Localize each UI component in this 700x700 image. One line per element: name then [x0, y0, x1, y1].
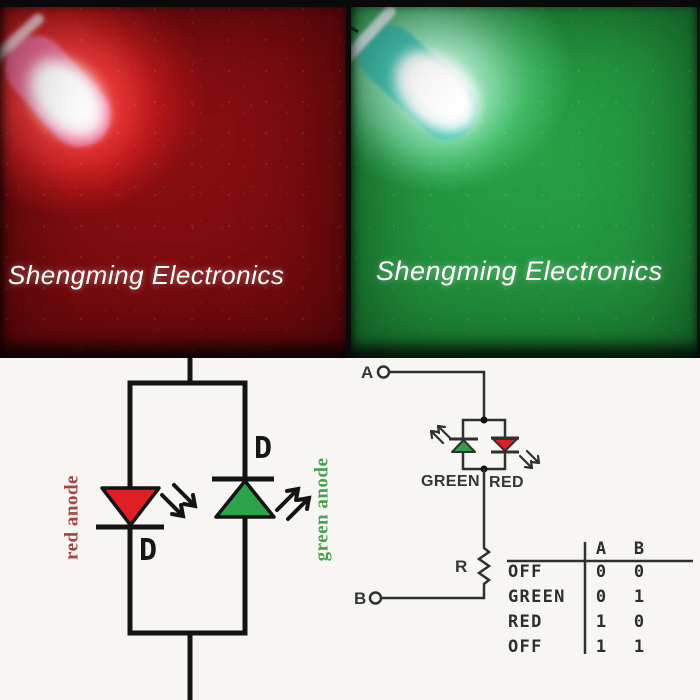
row-state: OFF	[508, 637, 543, 657]
brand-caption-red: Shengming Electronics	[8, 260, 285, 290]
terminal-b-label: B	[354, 589, 367, 608]
green-led-bulb-icon	[350, 5, 499, 161]
header-col-b: B	[633, 539, 645, 559]
row-b: 1	[633, 637, 645, 657]
row-a: 1	[595, 637, 607, 657]
green-led-symbol	[212, 476, 276, 519]
row-state: OFF	[508, 562, 543, 582]
row-state: GREEN	[508, 587, 566, 607]
header-col-a: A	[595, 539, 607, 559]
row-a: 0	[595, 587, 607, 607]
truth-table-row: OFF 0 0	[508, 564, 658, 581]
resistor-label: R	[455, 557, 468, 576]
row-state: RED	[508, 612, 543, 632]
wire-a-feed	[389, 370, 486, 420]
red-led-emission-arrows	[160, 483, 198, 519]
schematic-area: D D red anode green anode A B GREEN RED …	[0, 358, 700, 700]
right-photo-edge	[697, 0, 700, 358]
green-led-emission-arrows	[275, 486, 312, 521]
green-led-symbol-small	[449, 437, 478, 453]
truth-table-row: RED 1 0	[508, 614, 658, 631]
green-diode-designator: D	[254, 431, 273, 466]
brand-caption-green: Shengming Electronics	[376, 256, 663, 286]
terminal-b-ring	[368, 591, 383, 605]
row-b: 1	[633, 587, 645, 607]
row-a: 1	[595, 612, 607, 632]
resistor-and-wire-b	[382, 469, 492, 600]
red-diode-designator: D	[139, 533, 158, 568]
terminal-a-label: A	[361, 363, 374, 382]
header-state-spacer	[508, 541, 582, 558]
truth-table-row: OFF 1 1	[508, 639, 658, 656]
green-anode-label: green anode	[311, 457, 333, 562]
junction-dot-top	[480, 416, 488, 424]
truth-table-row: GREEN 0 1	[508, 589, 658, 606]
red-led-symbol-small	[491, 436, 519, 454]
right-circuit	[368, 365, 693, 654]
red-led-bulb-icon	[0, 0, 158, 193]
truth-table-lines	[507, 542, 693, 654]
green-led-rays	[429, 424, 452, 445]
red-led-rays	[518, 449, 541, 470]
circuit-schematic-drawing	[96, 358, 693, 700]
truth-table-header: A B	[508, 541, 658, 558]
row-a: 0	[595, 562, 607, 582]
row-b: 0	[633, 612, 645, 632]
left-circuit	[96, 358, 312, 700]
green-led-photo-panel: Shengming Electronics	[350, 0, 700, 358]
red-led-wire-label: RED	[489, 474, 524, 491]
photo-seam-divider	[346, 0, 351, 358]
terminal-a-ring	[376, 365, 391, 379]
row-b: 0	[633, 562, 645, 582]
red-led-photo-panel: Shengming Electronics	[0, 0, 350, 358]
green-led-wire-label: GREEN	[421, 473, 480, 490]
red-anode-label: red anode	[61, 475, 83, 560]
red-led-symbol	[96, 486, 164, 530]
